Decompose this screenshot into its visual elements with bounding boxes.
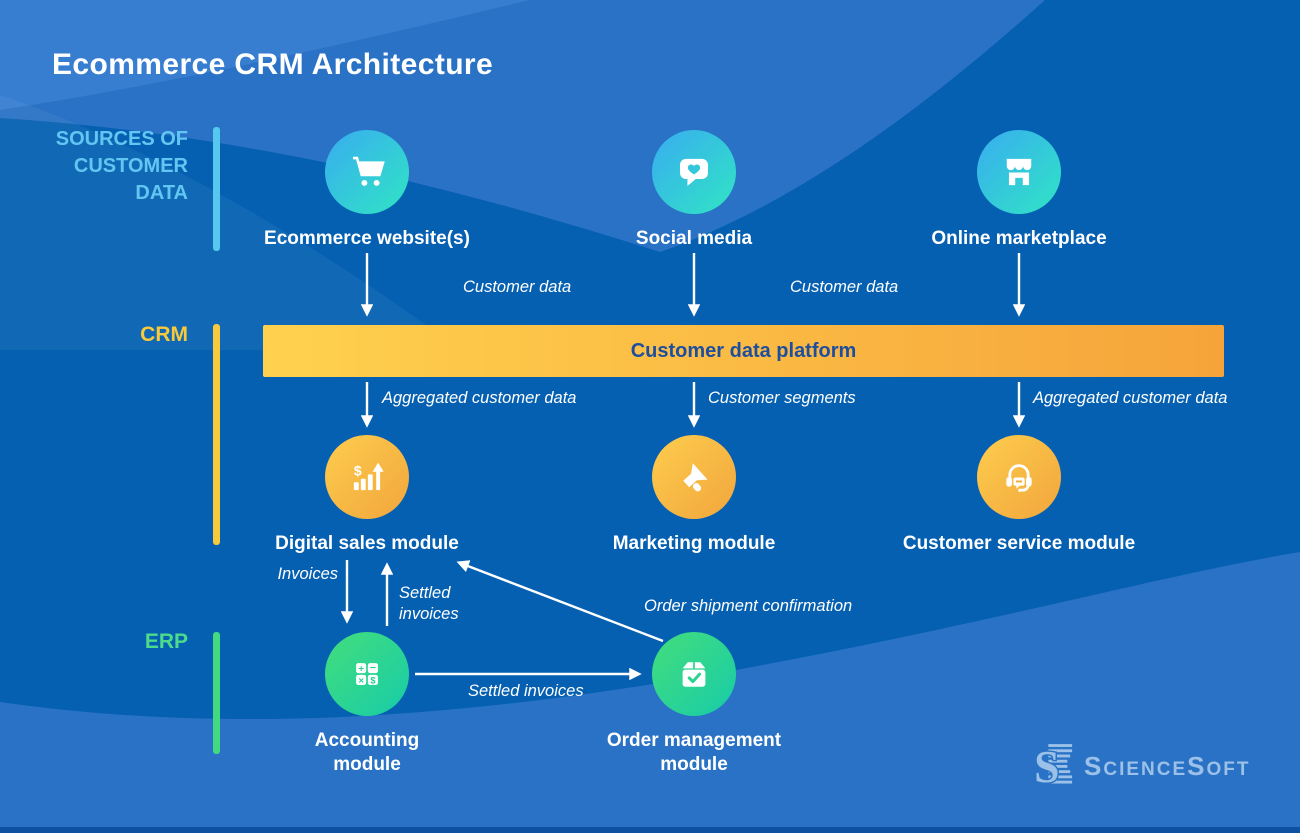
megaphone-icon [652,435,736,519]
node-label: Online marketplace [931,228,1107,249]
node-label: Ecommerce website(s) [264,228,470,249]
section-label-crm: CRM [140,323,188,346]
logo-letter: S [1187,751,1207,781]
node-label: Customer service module [902,533,1136,554]
sciencesoft-logo: S SCIENCESOFT [1036,742,1250,788]
node-order-management-module: Order management module [584,632,804,777]
node-accounting-module: + − × $ Accounting module [292,632,442,777]
chat-heart-icon [652,130,736,214]
node-label: Social media [635,228,753,249]
node-ecommerce-website: Ecommerce website(s) [247,130,487,251]
flow-label-settled-invoices-horizontal: Settled invoices [468,682,584,700]
calculator-icon: + − × $ [325,632,409,716]
crm-section-bar [213,324,220,545]
svg-text:−: − [370,662,376,674]
svg-text:S: S [1036,742,1059,788]
storefront-icon [977,130,1061,214]
logo-letter: S [1084,751,1104,781]
section-label-sources: SOURCES OF CUSTOMER DATA [55,128,188,204]
logo-letters: OFT [1206,759,1251,780]
sciencesoft-logo-mark: S [1036,742,1073,788]
sources-section-bar [213,127,220,251]
erp-section-bar [213,632,220,754]
node-label: Accounting module [314,730,420,775]
sales-growth-icon: $ [325,435,409,519]
section-label-erp: ERP [144,630,188,653]
node-customer-service-module: Customer service module [889,435,1149,556]
headset-icon [977,435,1061,519]
logo-letters: CIENCE [1103,759,1188,780]
customer-data-platform-bar: Customer data platform [263,325,1224,377]
node-digital-sales-module: $ Digital sales module [247,435,487,556]
flow-label-aggregated-right: Aggregated customer data [1033,389,1228,407]
node-label: Order management module [606,730,782,775]
page-title: Ecommerce CRM Architecture [52,48,494,81]
shopping-cart-icon [325,130,409,214]
flow-label-customer-segments: Customer segments [708,389,856,407]
flow-label-customer-data-right: Customer data [790,278,899,296]
sciencesoft-logo-text: SCIENCESOFT [1084,751,1250,782]
node-marketing-module: Marketing module [574,435,814,556]
svg-text:+: + [358,663,364,674]
node-online-marketplace: Online marketplace [899,130,1139,251]
flow-label-invoices: Invoices [277,565,338,583]
flow-label-order-shipment: Order shipment confirmation [644,597,853,615]
node-label: Marketing module [612,533,776,554]
node-label: Digital sales module [275,533,459,554]
platform-label: Customer data platform [630,339,857,362]
node-social-media: Social media [574,130,814,251]
flow-label-aggregated-left: Aggregated customer data [382,389,577,407]
order-box-check-icon [652,632,736,716]
svg-text:×: × [358,675,364,686]
flow-label-customer-data-left: Customer data [463,278,572,296]
flow-label-settled-invoices-vertical: Settled invoices [399,584,459,623]
svg-text:$: $ [354,462,362,478]
svg-text:$: $ [370,675,375,685]
